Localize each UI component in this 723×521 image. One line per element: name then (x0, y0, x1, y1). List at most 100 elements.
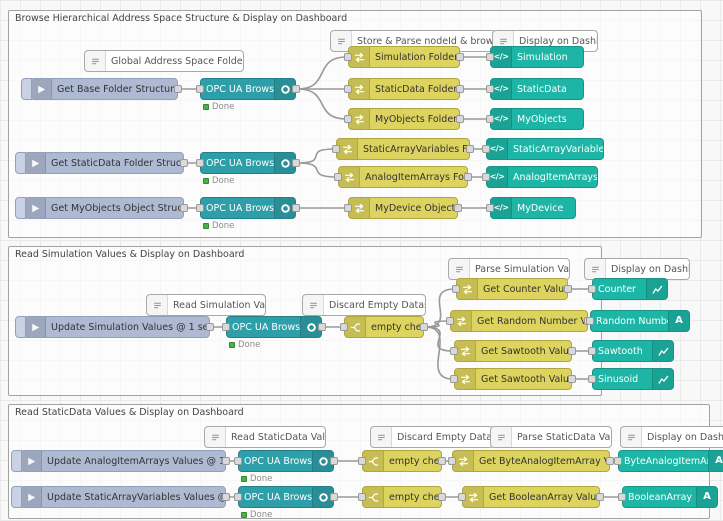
change-node[interactable]: AnalogItemArrays Folder (334, 166, 472, 188)
opcua-browser-node[interactable]: OPC UA Browser (196, 78, 300, 100)
comment-node[interactable]: Read StaticData Values (204, 426, 326, 448)
opcua-browser-node[interactable]: OPC UA Browser (234, 450, 338, 472)
dashboard-node[interactable]: </>Simulation (486, 46, 584, 68)
output-port[interactable] (420, 323, 428, 331)
comment-node[interactable]: Discard Empty Datasets (302, 294, 426, 316)
output-port[interactable] (222, 493, 230, 501)
dashboard-node[interactable]: </>MyDevice (486, 197, 576, 219)
input-port[interactable] (614, 457, 622, 465)
opcua-browser-node[interactable]: OPC UA Browser (196, 197, 300, 219)
opcua-browser-node[interactable]: OPC UA Browser (222, 316, 326, 338)
wire[interactable] (296, 88, 348, 120)
output-port[interactable] (318, 323, 326, 331)
output-port[interactable] (568, 375, 576, 383)
comment-node[interactable]: Display on Dashboard (620, 426, 723, 448)
output-port[interactable] (568, 347, 576, 355)
output-port[interactable] (292, 159, 300, 167)
input-port[interactable] (196, 85, 204, 93)
input-port[interactable] (344, 204, 352, 212)
wire[interactable] (296, 162, 338, 178)
inject-node[interactable]: Update Simulation Values @ 1 second ↻ (15, 316, 214, 338)
opcua-browser-node[interactable]: OPC UA Browser (196, 152, 300, 174)
comment-node[interactable]: Display on Dashboard (584, 258, 690, 280)
change-node[interactable]: StaticArrayVariables Folder (332, 138, 474, 160)
input-port[interactable] (448, 457, 456, 465)
inject-button[interactable] (11, 450, 22, 472)
input-port[interactable] (482, 173, 490, 181)
output-port[interactable] (606, 457, 614, 465)
dashboard-node[interactable]: Counter (588, 278, 668, 300)
output-port[interactable] (596, 493, 604, 501)
wire[interactable] (424, 326, 454, 380)
input-port[interactable] (340, 323, 348, 331)
output-port[interactable] (180, 159, 188, 167)
output-port[interactable] (456, 85, 464, 93)
change-node[interactable]: Get ByteAnalogItemArray Value (448, 450, 614, 472)
change-node[interactable]: Get Sawtooth Value (450, 340, 576, 362)
input-port[interactable] (332, 145, 340, 153)
output-port[interactable] (330, 457, 338, 465)
change-node[interactable]: Simulation Folder (344, 46, 464, 68)
output-port[interactable] (330, 493, 338, 501)
output-port[interactable] (222, 457, 230, 465)
input-port[interactable] (358, 457, 366, 465)
input-port[interactable] (588, 375, 596, 383)
dashboard-node[interactable]: Sinusoid (588, 368, 674, 390)
input-port[interactable] (334, 173, 342, 181)
inject-node[interactable]: Get StaticData Folder Structure ° (15, 152, 188, 174)
output-port[interactable] (206, 323, 214, 331)
dashboard-node[interactable]: </>StaticArrayVariables (482, 138, 604, 160)
change-node[interactable]: Get Random Number Value (446, 310, 592, 332)
inject-button[interactable] (15, 197, 26, 219)
output-port[interactable] (292, 204, 300, 212)
wire[interactable] (424, 288, 456, 328)
change-node[interactable]: MyObjects Folder (344, 108, 464, 130)
input-port[interactable] (486, 85, 494, 93)
input-port[interactable] (450, 347, 458, 355)
switch-node[interactable]: empty check (340, 316, 428, 338)
input-port[interactable] (450, 375, 458, 383)
dashboard-node[interactable]: ByteAnalogItemArrayA (614, 450, 723, 472)
input-port[interactable] (486, 115, 494, 123)
comment-node[interactable]: Read Simulation Values (146, 294, 266, 316)
input-port[interactable] (458, 493, 466, 501)
switch-node[interactable]: empty check (358, 486, 446, 508)
dashboard-node[interactable]: </>MyObjects (486, 108, 584, 130)
dashboard-node[interactable]: Sawtooth (588, 340, 674, 362)
input-port[interactable] (618, 493, 626, 501)
input-port[interactable] (196, 204, 204, 212)
inject-node[interactable]: Update StaticArrayVariables Values @1 se… (11, 486, 230, 508)
output-port[interactable] (456, 53, 464, 61)
inject-button[interactable] (15, 152, 26, 174)
output-port[interactable] (180, 204, 188, 212)
inject-button[interactable] (21, 78, 32, 100)
inject-node[interactable]: Update AnalogItemArrays Values @ 1 secon… (11, 450, 230, 472)
input-port[interactable] (358, 493, 366, 501)
change-node[interactable]: Get BooleanArray Value (458, 486, 604, 508)
comment-node[interactable]: Global Address Space Folder Browse (84, 50, 244, 72)
dashboard-node[interactable]: </>StaticData (486, 78, 584, 100)
input-port[interactable] (234, 493, 242, 501)
inject-button[interactable] (11, 486, 22, 508)
comment-node[interactable]: Discard Empty Datasets (370, 426, 494, 448)
input-port[interactable] (486, 53, 494, 61)
input-port[interactable] (588, 285, 596, 293)
wire[interactable] (296, 148, 336, 164)
inject-node[interactable]: Get MyObjects Object Structure ° (15, 197, 188, 219)
comment-node[interactable]: Parse Simulation Values (448, 258, 570, 280)
input-port[interactable] (222, 323, 230, 331)
output-port[interactable] (454, 204, 462, 212)
output-port[interactable] (464, 173, 472, 181)
change-node[interactable]: Get Counter Value (452, 278, 572, 300)
input-port[interactable] (344, 85, 352, 93)
input-port[interactable] (586, 317, 594, 325)
output-port[interactable] (456, 115, 464, 123)
change-node[interactable]: StaticData Folder (344, 78, 464, 100)
dashboard-node[interactable]: Random NumberA (586, 310, 690, 332)
input-port[interactable] (446, 317, 454, 325)
input-port[interactable] (344, 115, 352, 123)
change-node[interactable]: MyDevice Object (344, 197, 462, 219)
output-port[interactable] (438, 493, 446, 501)
